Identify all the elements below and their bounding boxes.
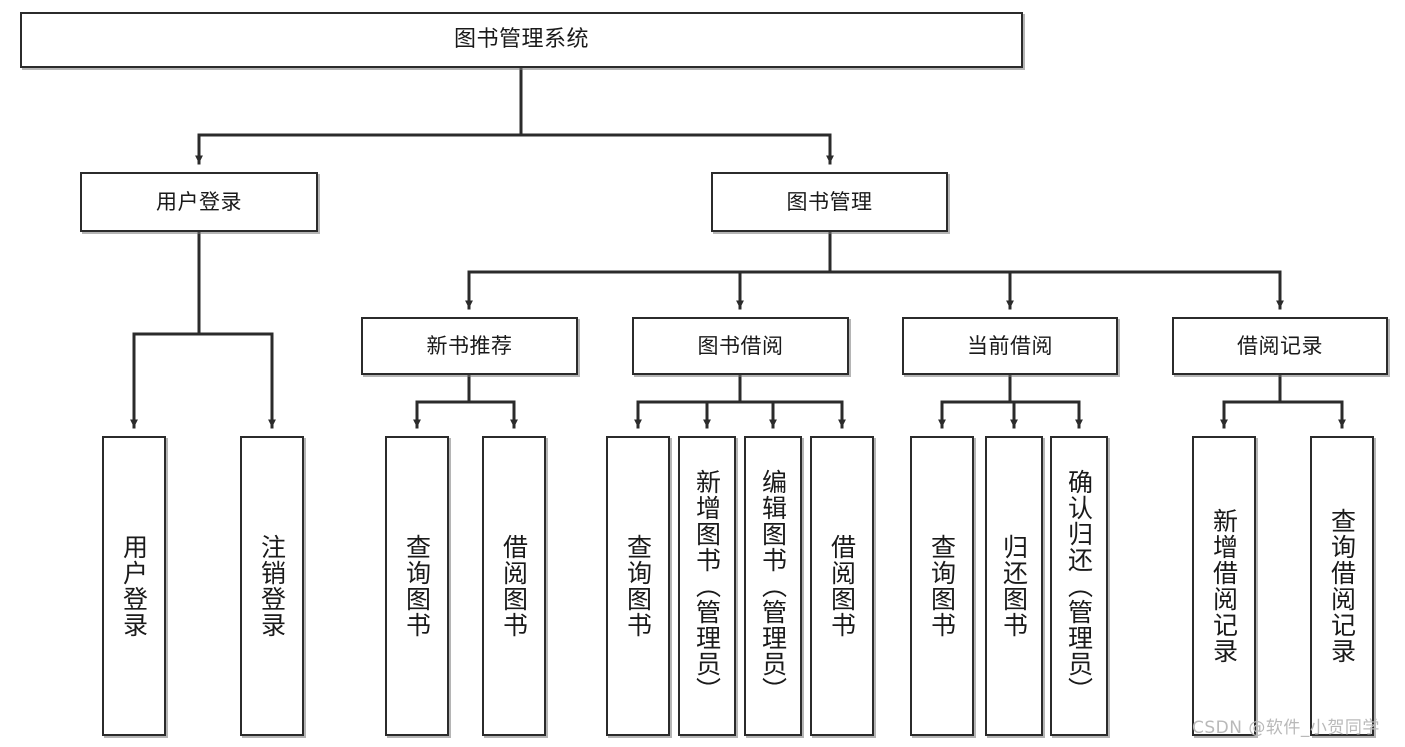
node-leaf-br-query-record[interactable]: 查询借阅记录 [1310, 436, 1374, 736]
node-label: 查询图书 [927, 534, 957, 638]
node-label: 查询图书 [623, 534, 653, 638]
node-new-book-recommend[interactable]: 新书推荐 [361, 317, 578, 375]
node-book-manage[interactable]: 图书管理 [711, 172, 948, 232]
node-root-system[interactable]: 图书管理系统 [20, 12, 1023, 68]
node-book-borrow[interactable]: 图书借阅 [632, 317, 849, 375]
node-leaf-cb-confirm-return[interactable]: 确认归还（管理员） [1050, 436, 1108, 736]
node-current-borrow[interactable]: 当前借阅 [902, 317, 1118, 375]
node-label: 编辑图书（管理员） [758, 469, 788, 703]
node-label: 借阅记录 [1237, 333, 1323, 358]
node-label: 用户登录 [119, 534, 149, 638]
node-user-login[interactable]: 用户登录 [80, 172, 318, 232]
node-label: 新书推荐 [426, 333, 513, 358]
node-label: 查询图书 [402, 534, 432, 638]
node-label: 图书管理系统 [453, 27, 589, 53]
node-leaf-bb-edit-book[interactable]: 编辑图书（管理员） [744, 436, 802, 736]
node-label: 查询借阅记录 [1327, 508, 1357, 664]
node-leaf-bb-borrow-book[interactable]: 借阅图书 [810, 436, 874, 736]
node-label: 新增借阅记录 [1209, 508, 1239, 664]
node-label: 新增图书（管理员） [692, 469, 722, 703]
node-leaf-cb-query-book[interactable]: 查询图书 [910, 436, 974, 736]
node-label: 注销登录 [257, 534, 287, 638]
node-label: 归还图书 [999, 534, 1029, 638]
node-leaf-br-add-record[interactable]: 新增借阅记录 [1192, 436, 1256, 736]
csdn-watermark: CSDN @软件_小贺同学 [1192, 718, 1380, 738]
node-label: 借阅图书 [499, 534, 529, 638]
node-label: 当前借阅 [967, 333, 1053, 358]
node-leaf-bb-add-book[interactable]: 新增图书（管理员） [678, 436, 736, 736]
node-label: 借阅图书 [827, 534, 857, 638]
node-label: 图书借阅 [697, 333, 784, 358]
node-label: 用户登录 [156, 189, 242, 214]
node-leaf-nbr-borrow-book[interactable]: 借阅图书 [482, 436, 546, 736]
node-leaf-bb-query-book[interactable]: 查询图书 [606, 436, 670, 736]
node-leaf-cb-return-book[interactable]: 归还图书 [985, 436, 1043, 736]
node-leaf-user-login[interactable]: 用户登录 [102, 436, 166, 736]
node-label: 图书管理 [786, 189, 873, 214]
node-label: 确认归还（管理员） [1064, 469, 1094, 703]
node-leaf-user-logout[interactable]: 注销登录 [240, 436, 304, 736]
node-leaf-nbr-query-book[interactable]: 查询图书 [385, 436, 449, 736]
node-borrow-record[interactable]: 借阅记录 [1172, 317, 1388, 375]
